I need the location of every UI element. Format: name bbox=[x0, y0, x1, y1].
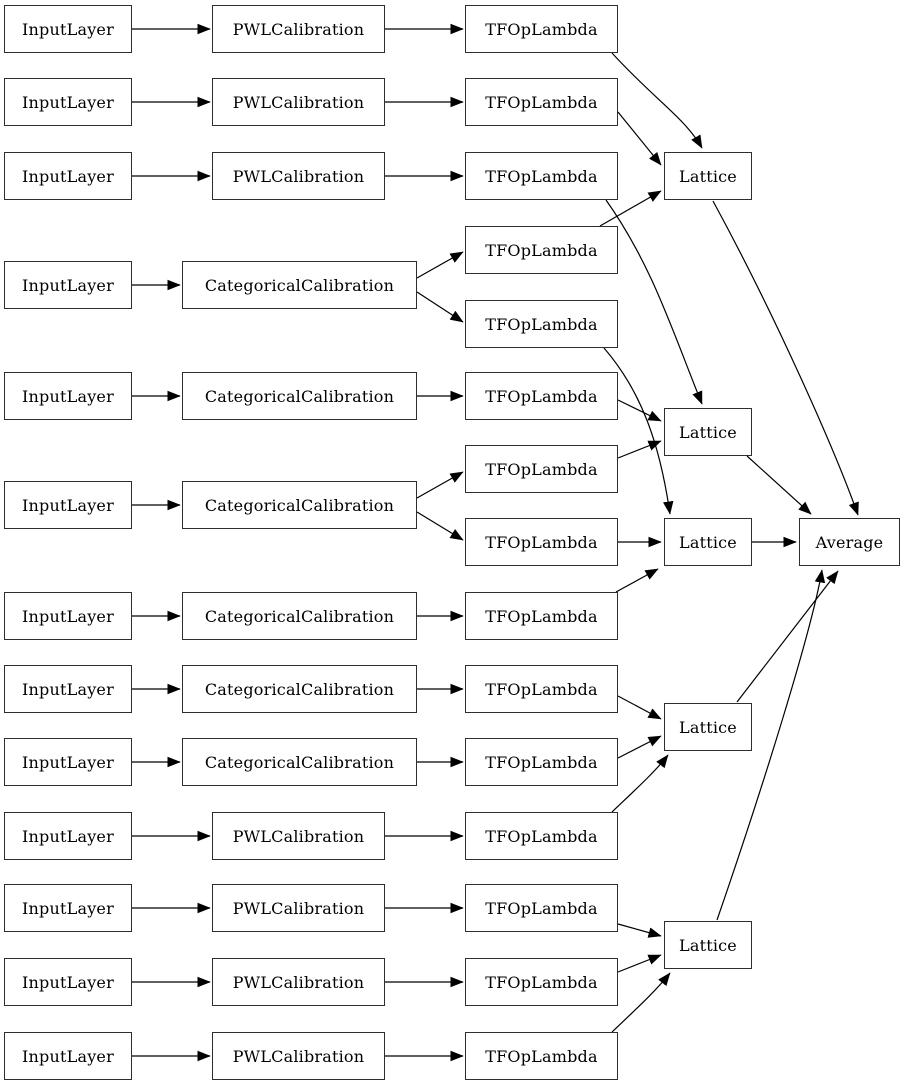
node-lam10-tfoplambda: TFOpLambda bbox=[465, 812, 618, 860]
edge-cal4-to-lam4a bbox=[416, 251, 464, 279]
node-cal3-pwlcalibration: PWLCalibration bbox=[212, 152, 385, 200]
edge-lam1-to-lat1 bbox=[611, 52, 703, 149]
edge-lam6a-to-lat2 bbox=[617, 440, 662, 459]
node-lam1-tfoplambda: TFOpLambda bbox=[465, 5, 618, 53]
node-lam12-tfoplambda: TFOpLambda bbox=[465, 958, 618, 1006]
edge-lam3-to-lat2 bbox=[605, 199, 703, 405]
node-lam13-tfoplambda: TFOpLambda bbox=[465, 1032, 618, 1080]
node-cal7-categoricalcalibration: CategoricalCalibration bbox=[182, 592, 417, 640]
edge-lat4-to-avg bbox=[736, 570, 839, 703]
node-lam6a-tfoplambda: TFOpLambda bbox=[465, 445, 618, 493]
node-il7-inputlayer: InputLayer bbox=[4, 592, 132, 640]
node-lam9-tfoplambda: TFOpLambda bbox=[465, 738, 618, 786]
edge-lam9-to-lat4 bbox=[617, 735, 662, 759]
edge-lam13-to-lat5 bbox=[611, 972, 671, 1033]
node-lam2-tfoplambda: TFOpLambda bbox=[465, 78, 618, 126]
node-cal8-categoricalcalibration: CategoricalCalibration bbox=[182, 665, 417, 713]
node-il8-inputlayer: InputLayer bbox=[4, 665, 132, 713]
edge-lam8-to-lat4 bbox=[617, 695, 662, 720]
node-cal10-pwlcalibration: PWLCalibration bbox=[212, 812, 385, 860]
node-lat5-lattice: Lattice bbox=[664, 921, 752, 969]
edge-lam11-to-lat5 bbox=[617, 923, 662, 938]
node-il10-inputlayer: InputLayer bbox=[4, 812, 132, 860]
edge-cal4-to-lam4b bbox=[416, 291, 464, 323]
node-lat4-lattice: Lattice bbox=[664, 703, 752, 751]
node-lat2-lattice: Lattice bbox=[664, 408, 752, 456]
node-lam8-tfoplambda: TFOpLambda bbox=[465, 665, 618, 713]
node-il11-inputlayer: InputLayer bbox=[4, 884, 132, 932]
node-cal1-pwlcalibration: PWLCalibration bbox=[212, 5, 385, 53]
edge-cal6-to-lam6a bbox=[416, 471, 464, 499]
node-cal2-pwlcalibration: PWLCalibration bbox=[212, 78, 385, 126]
node-cal4-categoricalcalibration: CategoricalCalibration bbox=[182, 261, 417, 309]
node-avg-average: Average bbox=[799, 518, 900, 566]
node-il1-inputlayer: InputLayer bbox=[4, 5, 132, 53]
node-cal11-pwlcalibration: PWLCalibration bbox=[212, 884, 385, 932]
edge-lat2-to-avg bbox=[746, 455, 812, 515]
edge-cal6-to-lam6b bbox=[416, 511, 464, 541]
node-il5-inputlayer: InputLayer bbox=[4, 372, 132, 420]
edge-lam10-to-lat4 bbox=[611, 754, 669, 813]
node-cal6-categoricalcalibration: CategoricalCalibration bbox=[182, 481, 417, 529]
edge-lam7-to-lat3 bbox=[615, 568, 659, 593]
node-lat1-lattice: Lattice bbox=[664, 152, 752, 200]
node-il13-inputlayer: InputLayer bbox=[4, 1032, 132, 1080]
node-cal5-categoricalcalibration: CategoricalCalibration bbox=[182, 372, 417, 420]
node-lam11-tfoplambda: TFOpLambda bbox=[465, 884, 618, 932]
edge-lat1-to-avg bbox=[712, 200, 859, 516]
node-lam6b-tfoplambda: TFOpLambda bbox=[465, 518, 618, 566]
node-lam3-tfoplambda: TFOpLambda bbox=[465, 152, 618, 200]
node-cal9-categoricalcalibration: CategoricalCalibration bbox=[182, 738, 417, 786]
edge-lam2-to-lat1 bbox=[617, 111, 662, 166]
node-lam7-tfoplambda: TFOpLambda bbox=[465, 592, 618, 640]
node-il2-inputlayer: InputLayer bbox=[4, 78, 132, 126]
node-cal12-pwlcalibration: PWLCalibration bbox=[212, 958, 385, 1006]
node-il4-inputlayer: InputLayer bbox=[4, 261, 132, 309]
edge-lam12-to-lat5 bbox=[617, 954, 662, 973]
node-lam5-tfoplambda: TFOpLambda bbox=[465, 372, 618, 420]
node-cal13-pwlcalibration: PWLCalibration bbox=[212, 1032, 385, 1080]
node-lam4a-tfoplambda: TFOpLambda bbox=[465, 226, 618, 274]
edge-lam5-to-lat2 bbox=[617, 399, 662, 422]
node-il3-inputlayer: InputLayer bbox=[4, 152, 132, 200]
node-il12-inputlayer: InputLayer bbox=[4, 958, 132, 1006]
node-il6-inputlayer: InputLayer bbox=[4, 481, 132, 529]
node-il9-inputlayer: InputLayer bbox=[4, 738, 132, 786]
node-lam4b-tfoplambda: TFOpLambda bbox=[465, 300, 618, 348]
node-lat3-lattice: Lattice bbox=[664, 518, 752, 566]
